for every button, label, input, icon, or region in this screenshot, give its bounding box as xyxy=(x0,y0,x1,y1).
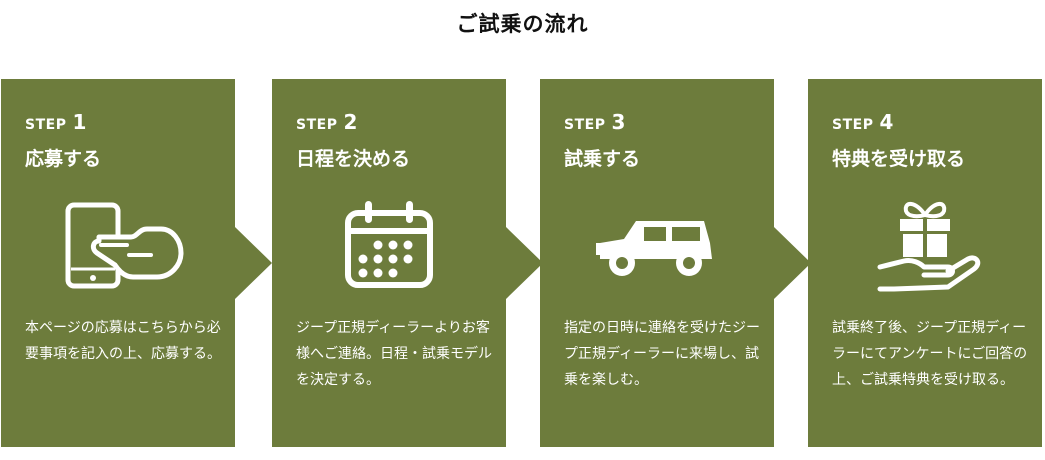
step-label-text: STEP xyxy=(25,117,67,133)
step-title-3: 試乗する xyxy=(564,148,641,170)
step-card-4: STEP 4 特典を受け取る 試乗終了後、ジープ正規ディーラーにてアンケートにご… xyxy=(808,79,1042,447)
step-label-2: STEP 2 xyxy=(296,110,358,134)
step-label-1: STEP 1 xyxy=(25,110,87,134)
step-title-4: 特典を受け取る xyxy=(832,148,966,170)
step-description-3: 指定の日時に連絡を受けたジープ正規ディーラーに来場し、試乗を楽しむ。 xyxy=(564,320,760,388)
step-number: 2 xyxy=(343,110,358,134)
page-title: ご試乗の流れ xyxy=(456,12,589,36)
step-label-text: STEP xyxy=(296,117,338,133)
step-number: 4 xyxy=(879,110,894,134)
step-title-2: 日程を決める xyxy=(296,148,411,170)
step-card-1: STEP 1 応募する 本ページの応募はこちらから必要事項を記入の上、応募する。 xyxy=(1,79,235,447)
gift-hand-icon xyxy=(808,197,1042,293)
step-label-3: STEP 3 xyxy=(564,110,626,134)
step-label-text: STEP xyxy=(832,117,874,133)
step-description-4: 試乗終了後、ジープ正規ディーラーにてアンケートにご回答の上、ご試乗特典を受け取る… xyxy=(832,320,1028,388)
arrow-right-icon xyxy=(774,227,811,299)
arrow-right-icon xyxy=(235,227,272,299)
arrow-right-icon xyxy=(506,227,543,299)
step-title-1: 応募する xyxy=(25,148,102,170)
calendar-icon xyxy=(272,197,506,293)
step-label-4: STEP 4 xyxy=(832,110,894,134)
jeep-car-icon xyxy=(540,197,774,293)
step-number: 1 xyxy=(72,110,87,134)
step-label-text: STEP xyxy=(564,117,606,133)
step-card-3: STEP 3 試乗する 指定の日時に連絡を受けたジープ正規ディーラーに来場し、試… xyxy=(540,79,774,447)
step-description-2: ジープ正規ディーラーよりお客様へご連絡。日程・試乗モデルを決定する。 xyxy=(296,320,492,388)
step-description-1: 本ページの応募はこちらから必要事項を記入の上、応募する。 xyxy=(25,320,221,362)
step-number: 3 xyxy=(611,110,626,134)
tablet-touch-icon xyxy=(1,197,235,293)
step-card-2: STEP 2 日程を決める ジープ正規ディーラーよりお客様へご連絡。日程・試乗モ… xyxy=(272,79,506,447)
